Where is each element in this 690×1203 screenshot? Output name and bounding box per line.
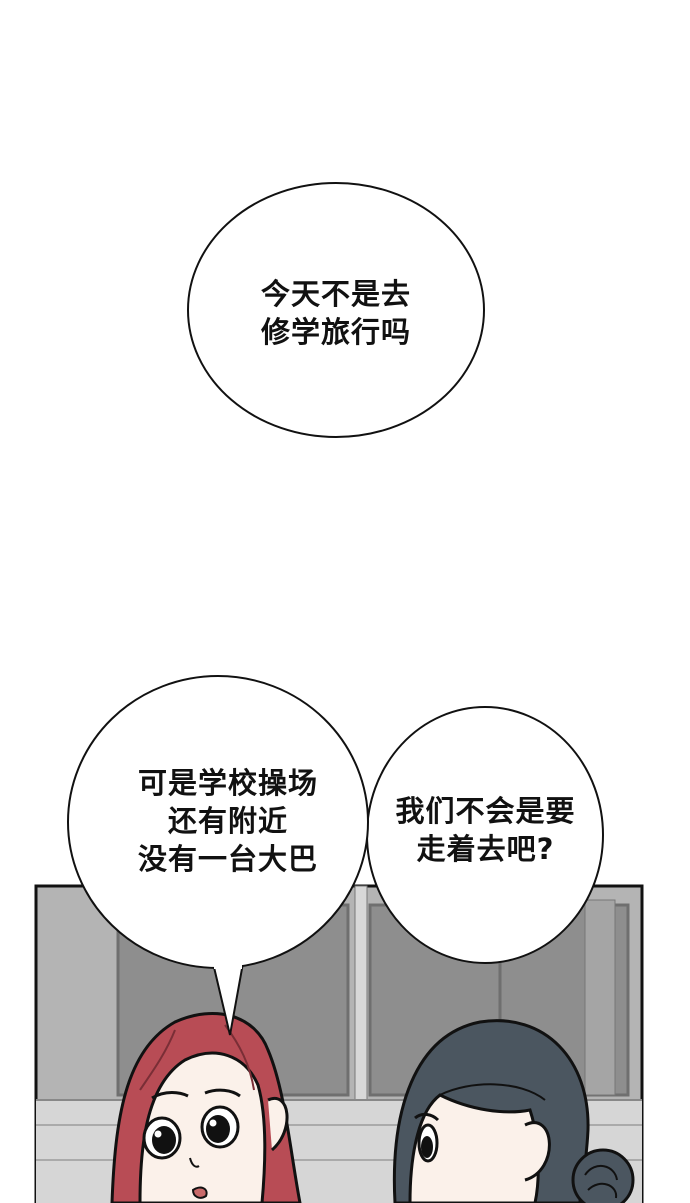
- bubble-left-text: 可是学校操场 还有附近 没有一台大巴: [118, 764, 338, 878]
- bubble-right-line-2: 走着去吧?: [416, 832, 555, 866]
- bubble-top-line-2: 修学旅行吗: [260, 315, 411, 349]
- speech-bubbles: [67, 182, 604, 1036]
- dark-haired-girl: [392, 1019, 635, 1203]
- bubble-top-text: 今天不是去 修学旅行吗: [236, 275, 436, 351]
- red-haired-girl: [110, 1011, 302, 1203]
- bubble-top: [187, 182, 485, 438]
- bubble-left-line-1: 可是学校操场: [137, 766, 318, 800]
- bubble-left-line-2: 还有附近: [167, 804, 288, 838]
- bubble-left-line-3: 没有一台大巴: [137, 842, 318, 876]
- bubble-right-text: 我们不会是要 走着去吧?: [378, 792, 593, 868]
- bubble-top-line-1: 今天不是去: [260, 277, 411, 311]
- bubble-right-line-1: 我们不会是要: [395, 794, 576, 828]
